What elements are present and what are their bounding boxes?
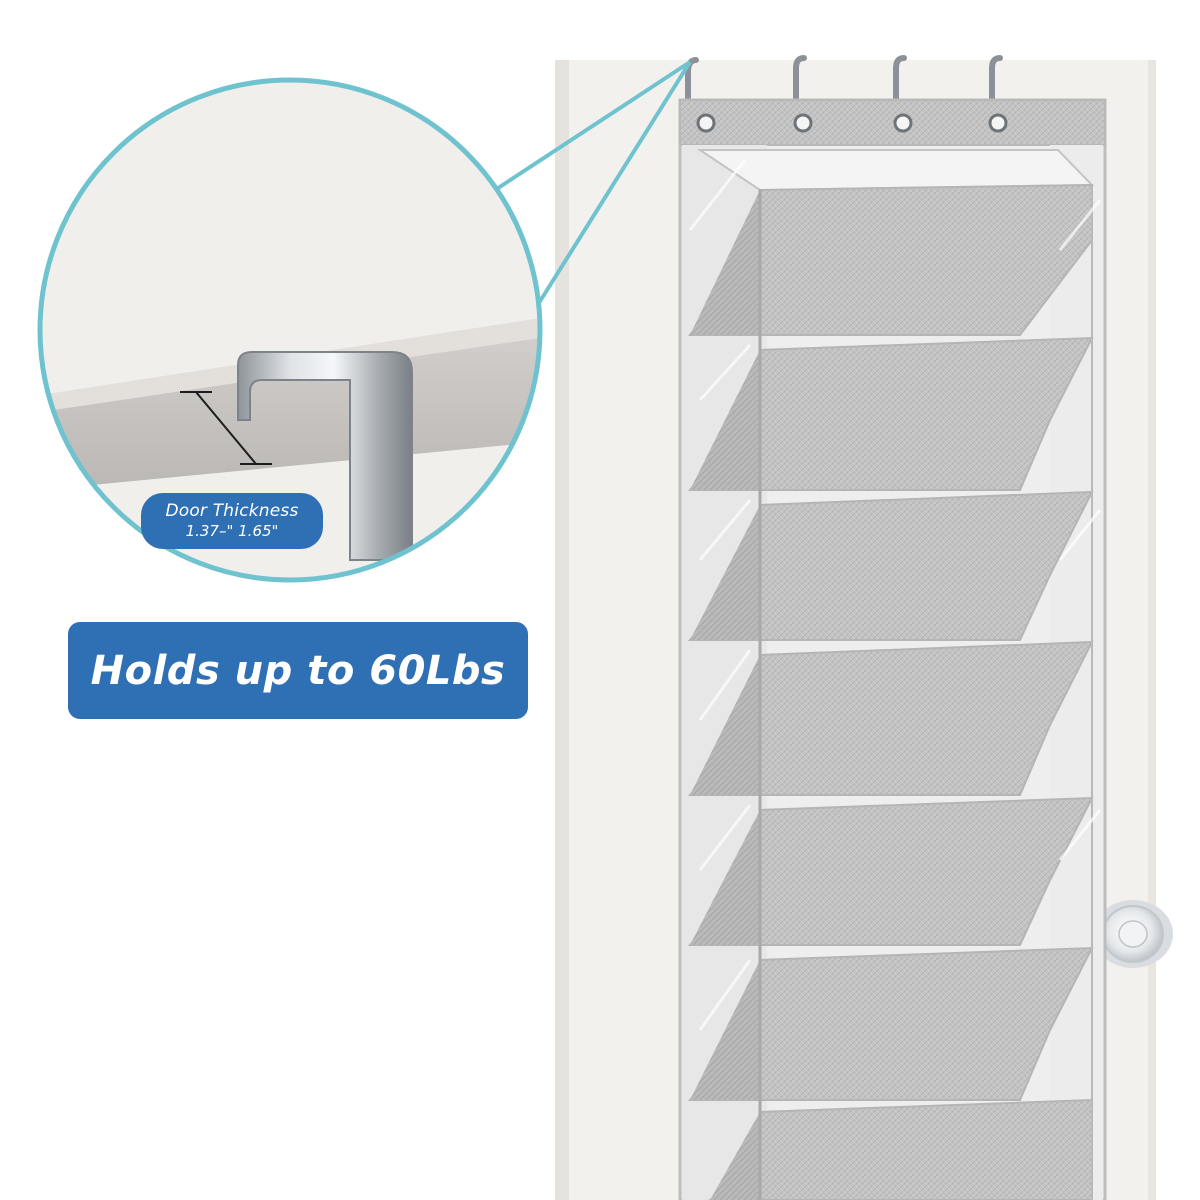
over-door-organizer bbox=[678, 98, 1107, 1200]
capacity-banner: Holds up to 60Lbs bbox=[68, 622, 528, 719]
door-thickness-value: 1.37–" 1.65" bbox=[185, 522, 279, 540]
capacity-banner-text: Holds up to 60Lbs bbox=[90, 647, 506, 694]
zoom-callout bbox=[37, 77, 543, 583]
door-thickness-badge: Door Thickness 1.37–" 1.65" bbox=[141, 493, 323, 549]
door-thickness-label: Door Thickness bbox=[165, 501, 299, 521]
door-knob-icon bbox=[1093, 900, 1173, 968]
